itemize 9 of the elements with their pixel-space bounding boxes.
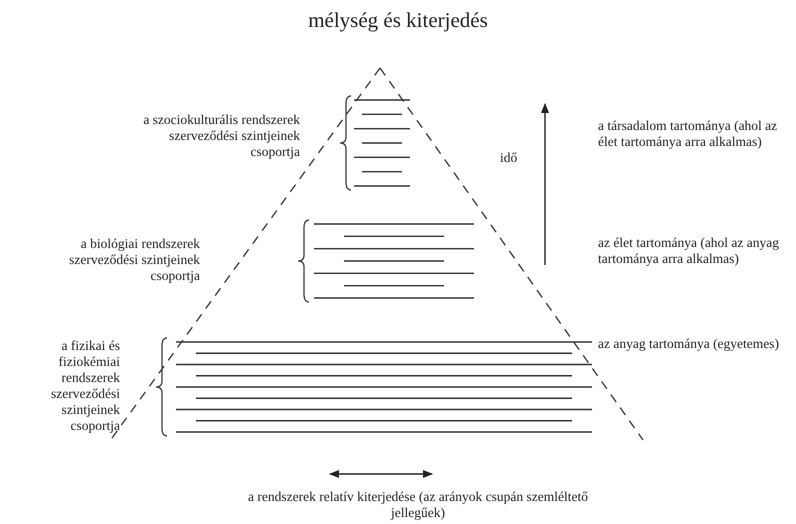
axis-label: idő <box>500 150 518 166</box>
title: mélység és kiterjedés <box>307 8 489 33</box>
domain-label: az anyag tartománya (egyetemes) <box>598 336 780 352</box>
group-label: a fizikai és fiziokémiai rendszerek szerveződési szintjeinek csoportja <box>50 338 120 434</box>
group-label: a szociokulturális rendszerek szerveződési szintjeinek csoportja <box>142 112 300 160</box>
axis-label: a rendszerek relatív kiterjedése (az arányok csupán szemléltető jellegűek) <box>248 489 588 521</box>
domain-label: a társadalom tartománya (ahol az élet tartománya arra alkalmas) <box>598 118 778 150</box>
domain-label: az élet tartománya (ahol az anyag tartománya arra alkalmas) <box>598 235 780 267</box>
group-label: a biológiai rendszerek szerveződési szintjeinek csoportja <box>68 236 200 284</box>
